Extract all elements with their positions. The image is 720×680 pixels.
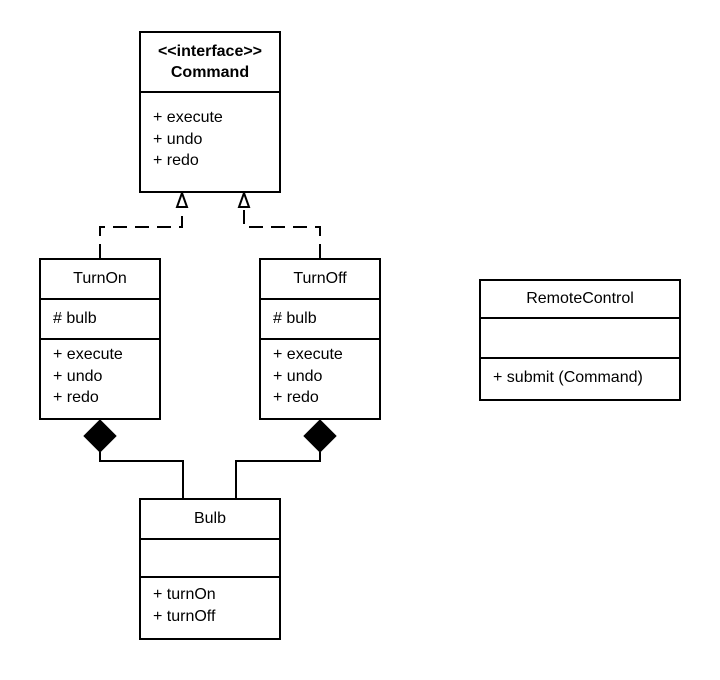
- method-item: + execute: [53, 346, 123, 363]
- method-list: + execute + undo + redo: [261, 340, 379, 409]
- stereotype-label: <<interface>>: [157, 43, 263, 60]
- attribute-item: # bulb: [53, 310, 97, 328]
- class-remotecontrol: RemoteControl + submit (Command): [479, 279, 681, 401]
- realization-turnon-command: [99, 207, 183, 258]
- class-turnon: TurnOn # bulb + execute + undo + redo: [39, 258, 161, 420]
- class-turnoff: TurnOff # bulb + execute + undo + redo: [259, 258, 381, 420]
- method-list: + submit (Command): [481, 359, 679, 389]
- method-item: + redo: [273, 389, 319, 406]
- method-list: + turnOn + turnOff: [141, 578, 279, 627]
- class-bulb-header: Bulb: [141, 500, 279, 540]
- method-item: + turnOn: [153, 586, 216, 603]
- attribute-list: # bulb: [261, 300, 379, 340]
- method-item: + redo: [153, 152, 199, 169]
- composition-turnon-bulb: [99, 452, 184, 500]
- class-bulb: Bulb + turnOn + turnOff: [139, 498, 281, 640]
- method-item: + turnOff: [153, 607, 216, 625]
- method-item: + undo: [153, 130, 203, 148]
- attribute-list: [481, 319, 679, 359]
- class-name: RemoteControl: [526, 290, 634, 307]
- method-item: + submit (Command): [493, 369, 643, 386]
- class-turnon-header: TurnOn: [41, 260, 159, 300]
- realization-arrowhead-turnon: [175, 190, 189, 208]
- attribute-item: # bulb: [273, 310, 317, 328]
- class-name: TurnOff: [293, 270, 347, 287]
- composition-turnoff-bulb: [235, 452, 321, 500]
- class-command-header: <<interface>> Command: [141, 33, 279, 93]
- method-item: + execute: [273, 346, 343, 363]
- class-name: Command: [170, 64, 250, 81]
- composition-diamond-turnon: [83, 419, 117, 453]
- method-item: + undo: [273, 367, 323, 385]
- realization-turnoff-command: [243, 207, 321, 258]
- method-list: + execute + undo + redo: [41, 340, 159, 409]
- realization-arrowhead-turnoff: [237, 190, 251, 208]
- class-command: <<interface>> Command + execute + undo +…: [139, 31, 281, 193]
- method-list: + execute + undo + redo: [141, 93, 279, 172]
- composition-diamond-turnoff: [303, 419, 337, 453]
- class-name: Bulb: [193, 510, 227, 527]
- method-item: + undo: [53, 367, 103, 385]
- method-item: + execute: [153, 109, 223, 126]
- class-name: TurnOn: [73, 270, 127, 287]
- attribute-list: [141, 540, 279, 578]
- class-turnoff-header: TurnOff: [261, 260, 379, 300]
- attribute-list: # bulb: [41, 300, 159, 340]
- method-item: + redo: [53, 389, 99, 406]
- class-remotecontrol-header: RemoteControl: [481, 281, 679, 319]
